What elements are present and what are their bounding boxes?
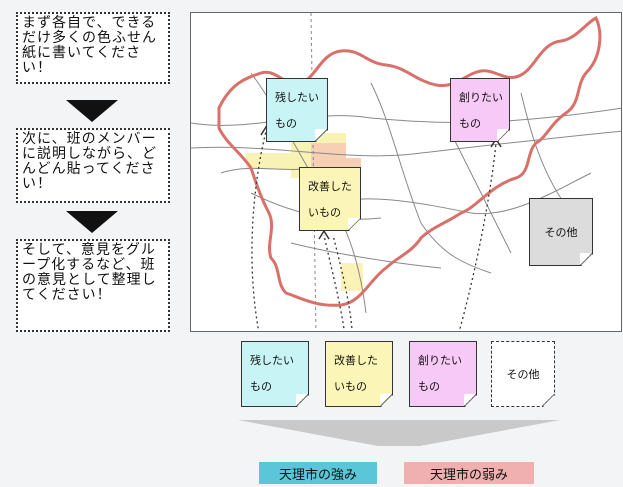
map-note-keep: 残したい もの <box>266 78 328 142</box>
note-line-1: 残したい <box>250 354 294 367</box>
instruction-step-3: そして、意見をグループ化するなど、班の意見として整理してください！ <box>16 239 170 332</box>
page-fold-icon <box>380 394 392 406</box>
note-label: その他 <box>506 368 540 381</box>
note-line-2: もの <box>250 380 272 393</box>
instruction-step-1: まず各自で、できるだけ多くの色ふせん紙に書いてください！ <box>16 12 170 84</box>
down-arrow-icon <box>66 211 118 233</box>
page-fold-icon <box>464 394 476 406</box>
strength-banner: 天理市の強み <box>259 462 377 484</box>
page-fold-icon <box>296 394 308 406</box>
note-line-1: 改善した <box>308 180 352 193</box>
note-line-1: 創りたい <box>418 354 462 367</box>
note-line-2: いもの <box>308 206 341 219</box>
bottom-note-create: 創りたい もの <box>409 341 477 407</box>
map-note-improve: 改善した いもの <box>299 167 361 231</box>
note-line-1: 創りたい <box>459 91 503 104</box>
down-arrow-icon <box>66 100 118 122</box>
bottom-note-keep: 残したい もの <box>241 341 309 407</box>
page-fold-icon <box>542 394 554 406</box>
bottom-note-improve: 改善した いもの <box>325 341 393 407</box>
map-note-other: その他 <box>529 198 593 266</box>
bottom-note-other: その他 <box>491 341 555 407</box>
map-note-create: 創りたい もの <box>450 78 510 142</box>
instruction-step-2: 次に、班のメンバーに説明しながら、どんどん貼ってください！ <box>16 128 170 203</box>
weakness-banner: 天理市の弱み <box>404 462 534 484</box>
note-label: その他 <box>544 226 578 239</box>
note-line-2: もの <box>418 380 440 393</box>
note-line-2: いもの <box>334 380 367 393</box>
city-map: 残したい もの 創りたい もの 改善した いもの その他 <box>190 12 622 332</box>
note-line-2: もの <box>459 117 481 130</box>
funnel-arrow-icon <box>238 420 560 446</box>
note-line-1: 残したい <box>275 91 319 104</box>
note-line-1: 改善した <box>334 354 378 367</box>
map-drawing <box>191 13 621 331</box>
note-line-2: もの <box>275 117 297 130</box>
